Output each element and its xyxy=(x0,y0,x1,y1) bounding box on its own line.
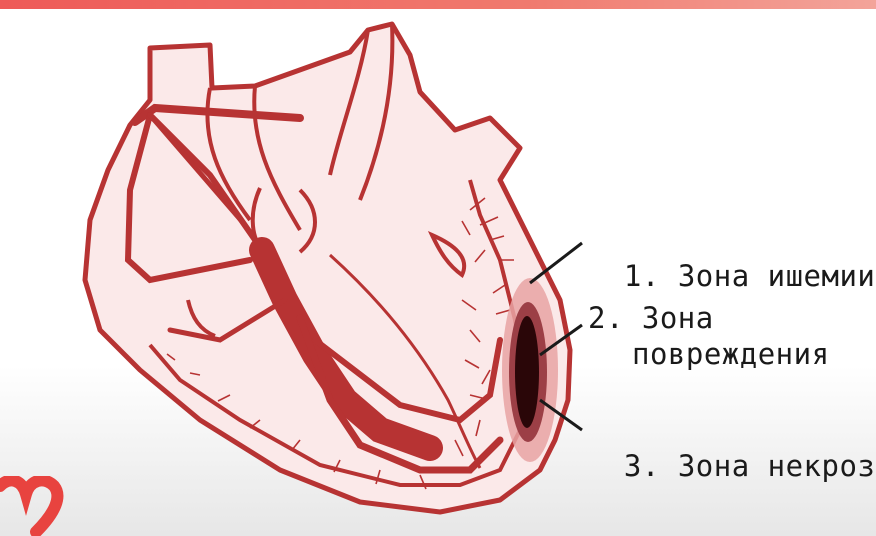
necrosis-zone xyxy=(515,316,539,428)
valve-tricuspid xyxy=(186,299,216,338)
zone-necrosis-number: 3. xyxy=(623,449,660,483)
septum xyxy=(328,253,482,469)
zone-injury-label: 2. Зона xyxy=(588,300,714,336)
valve-right xyxy=(427,231,466,279)
conduction-system xyxy=(124,103,504,474)
heart-outline xyxy=(82,21,573,515)
aorta xyxy=(205,23,395,232)
zone-ischemia-label: 1. Зона ишемии xyxy=(588,222,875,294)
pointer-lines xyxy=(529,241,583,432)
zone-injury-number: 2. xyxy=(588,301,624,335)
zone-necrosis-label: 3. Зона некроза xyxy=(588,412,876,484)
zone-injury-text-line1: Зона xyxy=(641,301,714,335)
zone-injury-text-line2: повреждения xyxy=(632,337,830,371)
zone-injury-label-line2: повреждения xyxy=(632,336,830,372)
purkinje-fibers xyxy=(166,197,514,490)
logo-heart-icon xyxy=(0,476,64,536)
zone-ischemia-number: 1. xyxy=(623,259,660,293)
top-accent-bar xyxy=(0,0,876,9)
zone-necrosis-text: Зона некроза xyxy=(677,449,876,483)
zone-ischemia-text: Зона ишемии xyxy=(677,259,876,293)
